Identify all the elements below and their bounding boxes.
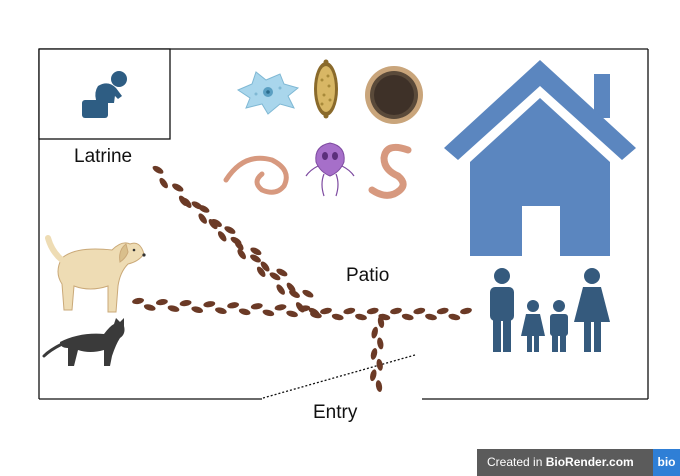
feces-mark bbox=[234, 240, 244, 251]
feces-mark bbox=[238, 308, 251, 316]
biorender-logo: bio bbox=[653, 449, 680, 476]
feces-mark bbox=[286, 310, 298, 318]
feces-mark bbox=[413, 307, 426, 315]
feces-mark bbox=[215, 307, 227, 314]
entry-gap-dashed bbox=[262, 354, 416, 399]
latrine-label: Latrine bbox=[74, 146, 133, 167]
person-on-toilet-icon bbox=[82, 71, 127, 118]
feces-mark bbox=[269, 272, 281, 281]
feces-mark bbox=[224, 226, 236, 234]
feces-mark bbox=[262, 309, 275, 317]
feces-mark bbox=[286, 282, 296, 293]
feces-mark bbox=[448, 313, 461, 321]
woman-icon bbox=[574, 268, 610, 352]
feces-mark bbox=[377, 337, 384, 350]
feces-trails bbox=[132, 165, 472, 393]
biorender-badge[interactable]: Created in BioRender.com bio bbox=[477, 449, 680, 476]
feces-mark bbox=[331, 313, 344, 321]
feces-mark bbox=[371, 326, 378, 339]
badge-prefix: Created in bbox=[487, 455, 546, 469]
feces-mark bbox=[256, 266, 266, 277]
feces-mark bbox=[198, 205, 210, 213]
feces-mark bbox=[370, 369, 377, 382]
feces-mark bbox=[274, 304, 287, 311]
cat-icon bbox=[42, 318, 125, 366]
feces-mark bbox=[250, 254, 261, 263]
feces-mark bbox=[376, 358, 383, 371]
feces-mark bbox=[298, 305, 311, 312]
boy-icon bbox=[550, 300, 568, 352]
feces-mark bbox=[152, 165, 164, 174]
feces-mark bbox=[377, 316, 385, 329]
feces-mark bbox=[203, 301, 216, 308]
house-icon bbox=[444, 60, 636, 256]
feces-mark bbox=[390, 307, 402, 315]
badge-text: Created in BioRender.com bbox=[477, 449, 653, 476]
amoeba-icon bbox=[236, 71, 300, 115]
feces-mark bbox=[179, 299, 192, 307]
feces-mark bbox=[217, 231, 227, 242]
roundworm-icon bbox=[368, 143, 412, 199]
feces-mark bbox=[167, 305, 180, 312]
feces-mark bbox=[198, 213, 207, 224]
feces-mark bbox=[276, 268, 288, 277]
feces-mark bbox=[436, 307, 449, 315]
feces-mark bbox=[276, 284, 285, 295]
hookworm-larva-icon bbox=[223, 155, 289, 195]
feces-mark bbox=[159, 177, 168, 189]
feces-mark bbox=[250, 303, 263, 310]
feces-mark bbox=[370, 348, 378, 360]
feces-mark bbox=[401, 313, 414, 321]
feces-mark bbox=[191, 306, 204, 313]
feces-mark bbox=[366, 307, 379, 315]
entry-label: Entry bbox=[313, 402, 358, 423]
family-icon bbox=[490, 268, 610, 352]
feces-mark bbox=[132, 297, 145, 305]
feces-mark bbox=[227, 302, 240, 309]
feces-mark bbox=[208, 219, 218, 230]
feces-mark bbox=[155, 298, 168, 306]
feces-mark bbox=[320, 307, 332, 315]
girl-icon bbox=[521, 300, 545, 352]
giardia-icon bbox=[305, 142, 355, 197]
patio-label: Patio bbox=[346, 265, 390, 286]
feces-mark bbox=[302, 289, 314, 298]
feces-mark bbox=[237, 248, 246, 260]
feces-mark bbox=[172, 183, 184, 192]
feces-mark bbox=[250, 247, 262, 256]
dog-icon bbox=[45, 235, 146, 313]
feces-mark bbox=[355, 313, 367, 321]
feces-mark bbox=[260, 261, 270, 272]
man-icon bbox=[490, 268, 514, 352]
whipworm-egg-icon bbox=[314, 59, 338, 119]
feces-mark bbox=[143, 304, 156, 311]
feces-mark bbox=[460, 307, 472, 315]
feces-mark bbox=[425, 313, 437, 321]
roundworm-egg-icon bbox=[365, 66, 423, 124]
badge-brand: BioRender.com bbox=[545, 455, 634, 469]
feces-mark bbox=[310, 311, 322, 319]
feces-mark bbox=[375, 380, 383, 393]
feces-mark bbox=[182, 197, 192, 208]
feces-mark bbox=[343, 307, 356, 315]
